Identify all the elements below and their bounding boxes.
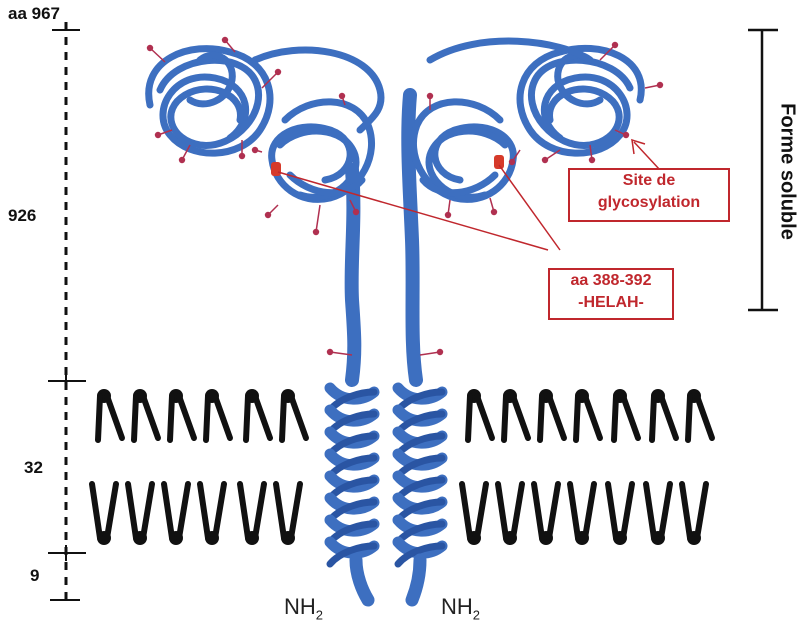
axis-label-32: 32 <box>24 458 43 478</box>
lipid-molecule <box>682 389 712 545</box>
nh2-sub: 2 <box>316 607 323 622</box>
nh2-sub: 2 <box>473 607 480 622</box>
glycosylation-pin <box>445 200 451 218</box>
left-stalk <box>352 170 355 380</box>
nh2-label-left: NH2 <box>284 594 323 622</box>
lipid-molecule <box>92 389 122 545</box>
glycosylation-callout-line1: Site de <box>570 170 728 192</box>
lipid-molecule <box>608 389 638 545</box>
nh2-main: NH <box>441 594 473 619</box>
lipid-molecule <box>200 389 230 545</box>
helah-callout: aa 388-392 -HELAH- <box>548 268 674 320</box>
glycosylation-callout-line2: glycosylation <box>570 192 728 214</box>
lipid-molecule <box>570 389 600 545</box>
axis-label-top: aa 967 <box>8 4 60 24</box>
glycosylation-pin <box>420 349 443 355</box>
right-tail <box>412 560 420 600</box>
glycosylation-pin <box>313 205 320 235</box>
glycosylation-pin <box>542 150 560 163</box>
glycosylation-callout: Site de glycosylation <box>568 168 730 222</box>
lipid-molecule <box>240 389 270 545</box>
glycosylation-pin <box>645 82 663 88</box>
left-tail <box>356 560 368 600</box>
lipid-molecule <box>534 389 564 545</box>
nh2-label-right: NH2 <box>441 594 480 622</box>
axis-label-926: 926 <box>8 206 36 226</box>
lipid-molecule <box>276 389 306 545</box>
axis-label-9: 9 <box>30 566 39 586</box>
glycosylation-pin <box>490 198 497 215</box>
lipid-molecule <box>128 389 158 545</box>
motif-connector-right <box>499 165 560 250</box>
helah-motif-right <box>494 155 504 169</box>
nh2-main: NH <box>284 594 316 619</box>
helah-motif-left <box>271 162 281 176</box>
lipid-molecule <box>462 389 492 545</box>
soluble-form-label: Forme soluble <box>776 82 799 262</box>
left-globular-domains <box>149 49 372 200</box>
helah-callout-line1: aa 388-392 <box>550 270 672 292</box>
glycosylation-pin <box>252 147 262 153</box>
helah-callout-line2: -HELAH- <box>550 292 672 314</box>
glycosylation-pin <box>265 205 278 218</box>
lipid-molecule <box>498 389 528 545</box>
lipid-molecule <box>646 389 676 545</box>
lipid-molecule <box>164 389 194 545</box>
left-transmembrane-helix <box>330 388 374 564</box>
glycosylation-pin <box>147 45 165 62</box>
right-transmembrane-helix <box>398 388 442 564</box>
soluble-form-bracket <box>748 30 778 310</box>
receptor-protein <box>149 41 642 600</box>
glyco-arrow-line <box>634 142 660 170</box>
